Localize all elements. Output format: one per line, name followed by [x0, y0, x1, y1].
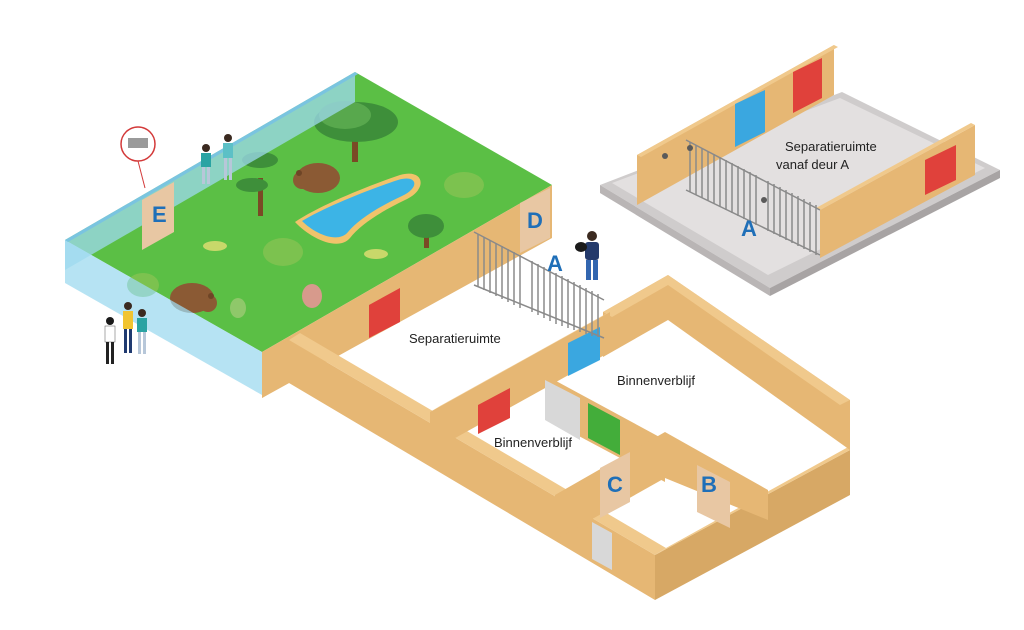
lock-detail-icon: [662, 145, 767, 203]
door-d: [520, 188, 550, 253]
inset-blue-door: [735, 90, 765, 147]
door-e-letter: E: [152, 202, 167, 227]
bush: [263, 238, 303, 266]
red-door-binnenverblijf: [478, 388, 510, 434]
gate-icon: [473, 231, 605, 339]
bear-icon: [170, 283, 217, 313]
green-door: [588, 403, 620, 455]
inset-gate-a: [685, 139, 821, 256]
inset-red-door-right: [925, 145, 956, 195]
enclosure-side-wall: [262, 185, 552, 398]
visitor-icon: [201, 144, 211, 184]
glass-wall-front: [65, 240, 262, 395]
grass-floor: [65, 72, 552, 352]
tree-icon: [408, 214, 444, 248]
red-door-separation: [369, 288, 400, 338]
door-c-letter: C: [607, 472, 623, 497]
bush: [444, 172, 484, 198]
outer-wall-right: [655, 450, 850, 600]
visitor-icon: [223, 134, 233, 180]
inset-label-line2: vanaf deur A: [776, 157, 849, 172]
label-binnenverblijf-left: Binnenverblijf: [494, 435, 572, 450]
outer-wall-upper-right: [668, 275, 850, 450]
blue-door-binnenverblijf: [568, 327, 600, 376]
bear-icon: [293, 163, 340, 193]
door-d-letter: D: [527, 208, 543, 233]
door-b: [697, 465, 730, 528]
door-a-letter: A: [547, 251, 563, 276]
visitor-icon: [123, 302, 133, 353]
visitor-icon: [137, 309, 147, 354]
keeper-icon: [575, 231, 599, 280]
door-c: [600, 452, 630, 518]
visitor-icon: [104, 317, 116, 364]
inset-door-a-letter: A: [741, 216, 757, 241]
inner-wall-back: [430, 312, 610, 452]
grey-door-front: [592, 522, 612, 570]
grey-door: [545, 380, 580, 440]
door-b-letter: B: [701, 472, 717, 497]
inset-label-line1: Separatieruimte: [785, 139, 877, 154]
label-separatieruimte: Separatieruimte: [409, 331, 501, 346]
inset-red-door-back: [793, 58, 822, 113]
door-e: [142, 182, 174, 250]
inset-separation-room: Separatieruimte vanaf deur A A: [600, 45, 1000, 296]
label-binnenverblijf-right: Binnenverblijf: [617, 373, 695, 388]
